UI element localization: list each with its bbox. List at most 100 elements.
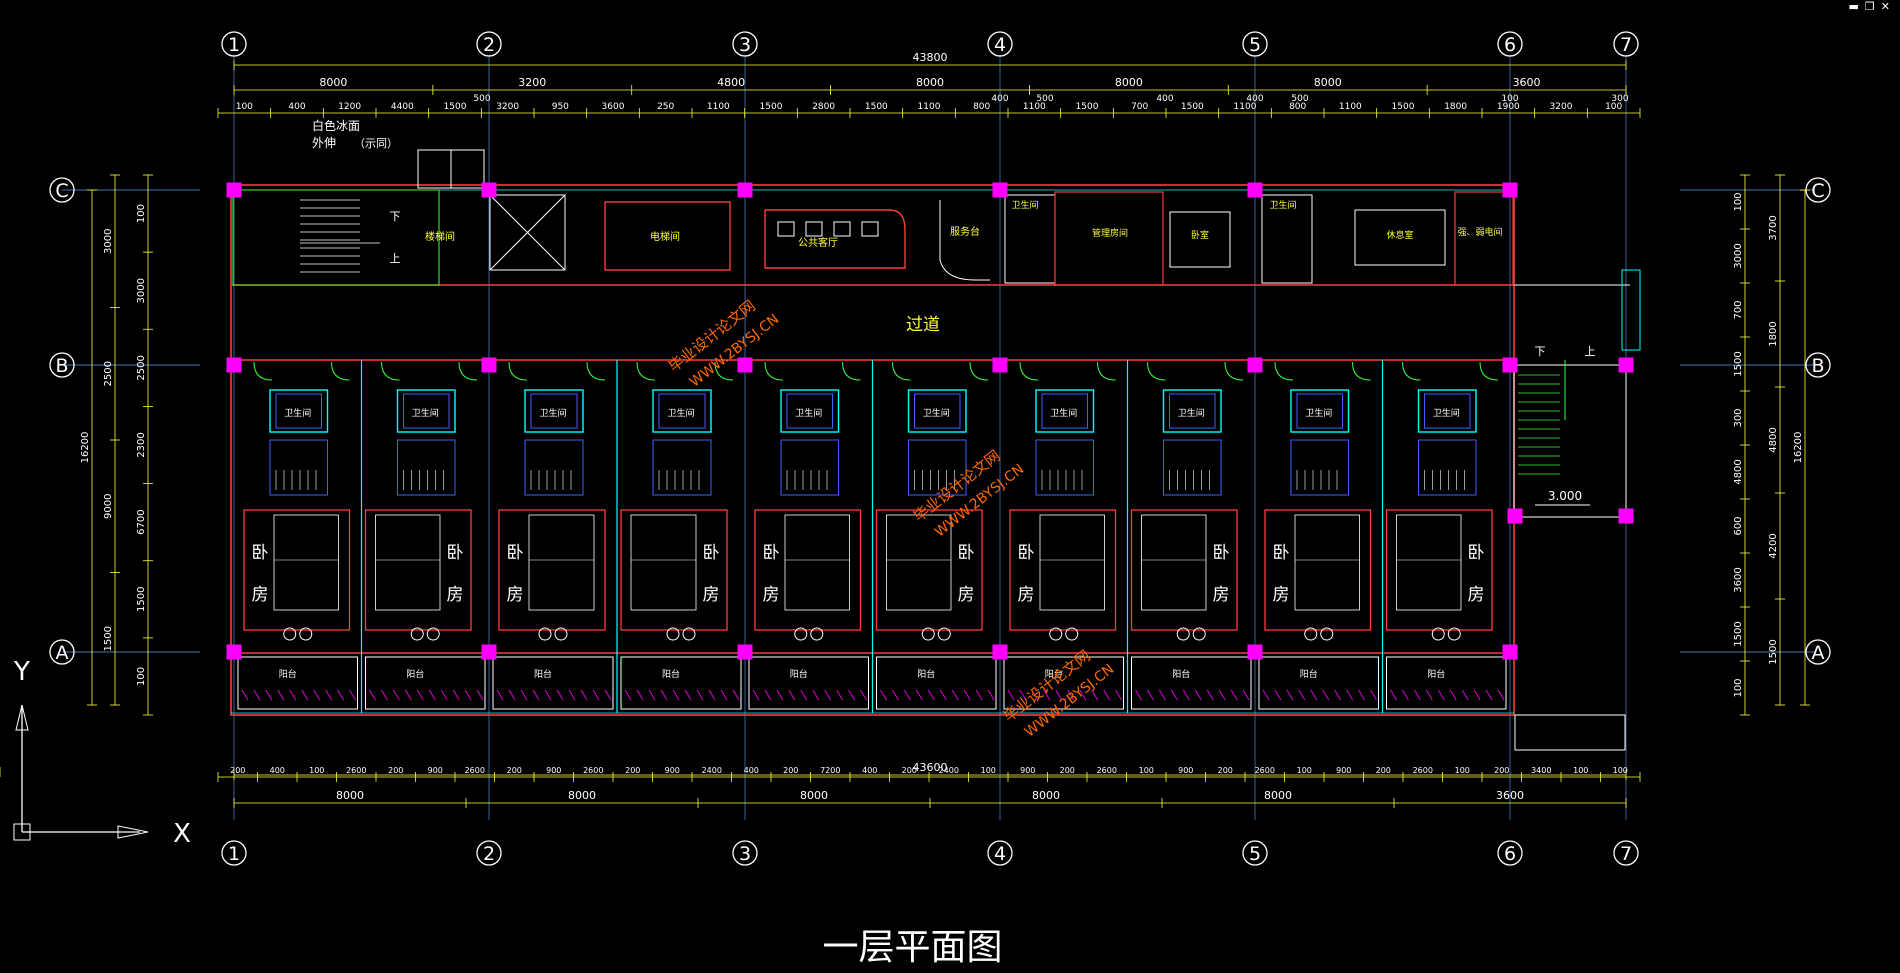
stair-up-label: 上	[390, 252, 401, 265]
close-icon[interactable]: ✕	[1880, 0, 1896, 13]
balcony-plant	[440, 689, 448, 701]
lounge-sofa	[777, 221, 795, 237]
dim-top-row2-text: 1100	[707, 102, 730, 112]
dim-left-outer-text: 1500	[103, 626, 114, 651]
elevator-x2	[489, 194, 566, 271]
balcony-plant	[452, 689, 460, 701]
minimize-icon[interactable]: ▬	[1848, 0, 1865, 13]
axis-label: A	[56, 642, 69, 664]
balcony-plant	[476, 689, 484, 701]
axis-label: 1	[228, 34, 240, 56]
door-swing	[1147, 361, 1166, 381]
window-controls: ▬❐✕	[1849, 0, 1897, 13]
bathroom-label: 卫生间	[1178, 407, 1205, 419]
dim-bottom-row2-text: 900	[665, 766, 680, 775]
dim-right-inner-text: 100	[1733, 192, 1744, 211]
axis-bubble	[221, 840, 247, 866]
structural-column	[1247, 357, 1263, 373]
balcony-plant	[824, 689, 832, 701]
lounge-label: 公共客厅	[798, 236, 838, 249]
bathroom-label: 卫生间	[412, 407, 439, 419]
axis-label: 4	[994, 843, 1006, 865]
dim-top-row2-text: 1500	[760, 102, 783, 112]
east-door	[1621, 269, 1641, 351]
bathroom-frame	[396, 389, 456, 433]
chair	[921, 627, 935, 641]
balcony-plant	[301, 689, 309, 701]
bathroom-inner	[275, 393, 322, 429]
dim-left-inner-text: 100	[136, 204, 147, 223]
door-swing	[1019, 361, 1039, 381]
axis-bubble	[49, 639, 75, 665]
dim-top-row2-text: 2800	[812, 102, 835, 112]
balcony-plant	[520, 689, 528, 701]
chair	[1320, 627, 1334, 641]
structural-column	[737, 182, 753, 198]
south-entrance-step	[1514, 714, 1626, 751]
balcony-plant	[1230, 689, 1238, 701]
balcony-plant	[1031, 689, 1039, 701]
bedroom-label-fang: 房	[1468, 585, 1485, 605]
chair	[937, 627, 951, 641]
restore-icon[interactable]: ❐	[1864, 0, 1881, 13]
balcony-plant	[1437, 689, 1445, 701]
bedroom-frame	[1264, 509, 1372, 631]
closet-frame	[652, 439, 712, 496]
balcony-plant	[1242, 689, 1250, 701]
balcony-plant	[788, 689, 796, 701]
elevator-room	[604, 201, 731, 271]
axis-label: 5	[1249, 34, 1261, 56]
dim-top-small: 400	[1156, 94, 1173, 104]
door-swing	[892, 361, 911, 381]
dim-bottom-row2-text: 100	[981, 766, 996, 775]
service-desk-label: 服务台	[950, 225, 980, 238]
dim-top-row2-text: 800	[973, 102, 990, 112]
dim-top-row2-text: 1500	[865, 102, 888, 112]
chair	[426, 627, 440, 641]
dim-top-row2-text: 1100	[1339, 102, 1362, 112]
structural-column	[1247, 182, 1263, 198]
dim-bottom-row1-text: 8000	[568, 789, 596, 802]
stair-room-label: 楼梯间	[425, 230, 455, 243]
note-line1: 白色冰面	[312, 118, 360, 133]
axis-label: 3	[739, 843, 751, 865]
drawing-title: 一层平面图	[822, 927, 1003, 968]
dim-bottom-row2-text: 200	[1494, 766, 1509, 775]
bathroom-inner	[1296, 393, 1343, 429]
dim-bottom-row2-text: 2600	[346, 766, 366, 775]
balcony-label: 阳台	[1427, 668, 1445, 680]
bedroom-frame	[364, 509, 472, 631]
balcony-plant	[1135, 689, 1142, 701]
closet-frame	[908, 439, 967, 496]
balcony-plant	[1334, 689, 1342, 701]
door-swing	[458, 361, 478, 381]
balcony-plant	[648, 689, 656, 701]
balcony-plant	[556, 689, 564, 701]
dim-right-inner-text: 3000	[1733, 243, 1744, 268]
bathroom-label: 卫生间	[284, 407, 311, 419]
dim-top-row2-text: 800	[1289, 102, 1306, 112]
axis-bubble	[49, 352, 75, 378]
dim-bottom-row2-text: 200	[1376, 766, 1391, 775]
balcony-plant	[963, 689, 971, 701]
door-swing	[381, 361, 400, 381]
balcony-plant	[1310, 689, 1318, 701]
balcony-frame	[748, 656, 869, 710]
dim-right-inner-text: 1500	[1733, 621, 1744, 646]
axis-label: C	[55, 180, 68, 202]
axis-label: A	[1812, 642, 1825, 664]
dim-bottom-row2-text: 900	[1020, 766, 1035, 775]
balcony-plant	[381, 689, 388, 701]
balcony-plant	[464, 689, 472, 701]
dim-bottom-row1-text: 8000	[1264, 789, 1292, 802]
balcony-plant	[1067, 689, 1075, 701]
closet-frame	[524, 439, 584, 496]
dim-top-row2-text: 1800	[1444, 102, 1467, 112]
bedroom-label-fang: 房	[1213, 585, 1230, 605]
ucs-y-label: Y	[13, 657, 30, 687]
chair	[283, 627, 297, 641]
balcony-plant	[265, 689, 273, 701]
balcony-plant	[1485, 689, 1493, 701]
dim-top-row2-text: 3200	[496, 102, 519, 112]
bathroom-label: 卫生间	[667, 407, 694, 419]
